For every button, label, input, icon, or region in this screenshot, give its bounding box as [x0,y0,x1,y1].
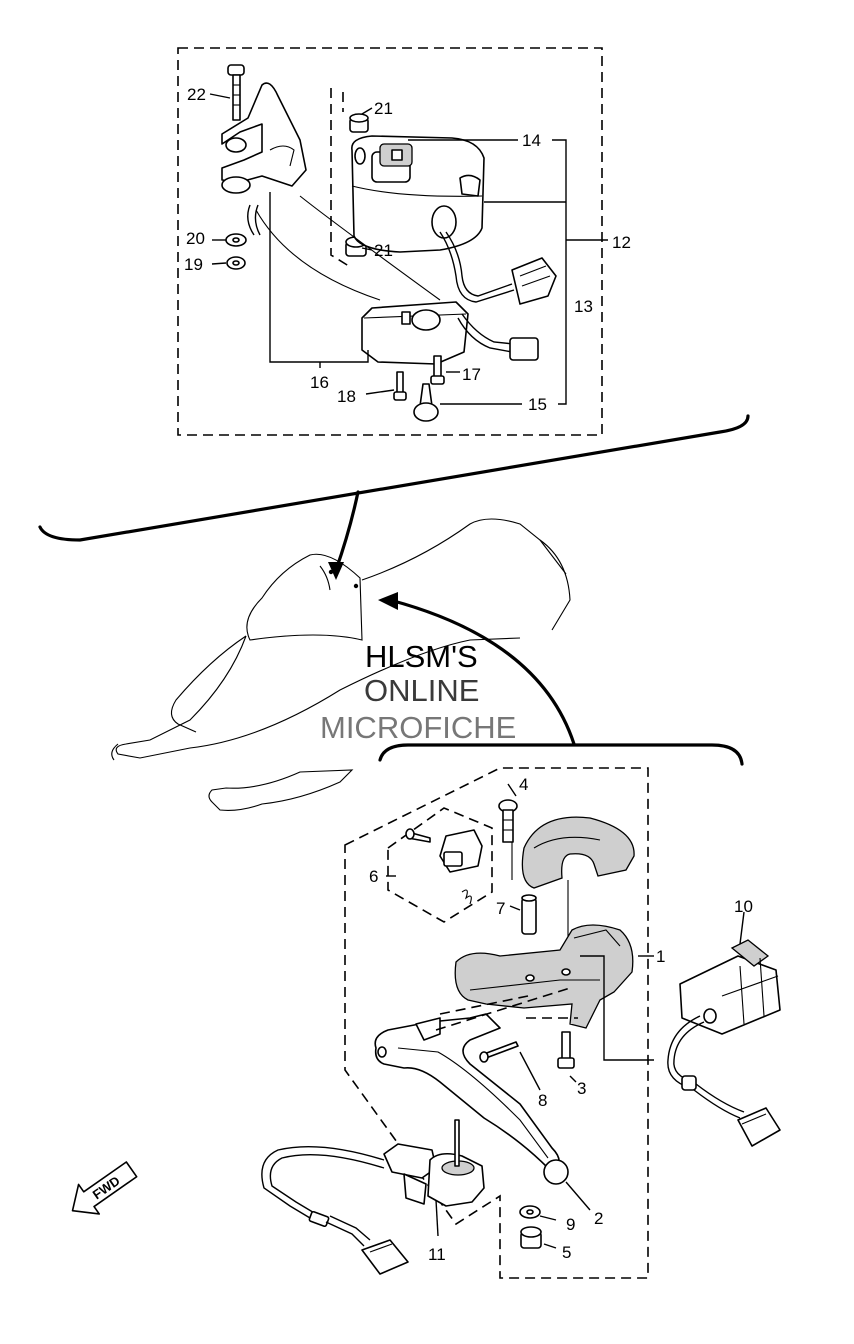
callout-6: 6 [369,867,378,886]
watermark-line-2: ONLINE [364,673,479,708]
part-1-lever-bracket [454,924,634,1029]
part-2-brake-lever [374,1013,569,1185]
callout-9: 9 [566,1215,575,1234]
callout-1: 1 [656,947,665,966]
callout-21a: 21 [374,99,393,118]
top-assembly: 22 21 14 20 12 21 19 13 17 16 18 15 [177,47,631,436]
callout-21b: 21 [374,241,393,260]
part-6-switch-kit [405,828,483,905]
callout-20: 20 [186,229,205,248]
part-16-cover [361,301,469,365]
lower-separator [378,743,744,766]
switch-plug [361,1239,409,1275]
part-10-connector [679,939,781,1035]
callout-14: 14 [522,131,541,150]
part-15-screw [413,383,439,422]
callout-11: 11 [428,1245,446,1264]
upper-separator [38,414,750,542]
part-5-nut [520,1226,542,1249]
mounting-bracket [221,82,307,194]
callout-7: 7 [496,899,505,918]
cover-connector [509,337,539,361]
part-3-screw [557,1031,575,1069]
connector-plug [737,1107,781,1147]
callout-2: 2 [594,1209,603,1228]
callout-22: 22 [187,85,206,104]
fwd-arrow-icon: FWD [71,1161,138,1215]
part-14-switch-housing [351,135,485,253]
callout-13: 13 [574,297,593,316]
watermark-line-1: HLSM'S [365,639,478,674]
callout-3: 3 [577,1079,586,1098]
part-6-frame [387,807,493,923]
watermark-line-3: MICROFICHE [320,710,516,745]
part-18-screw [393,371,407,401]
part-22-bolt [227,64,245,121]
part-7-pin [521,894,537,935]
part-4-bolt [498,799,518,843]
part-13-connector [511,257,557,305]
callout-12: 12 [612,233,631,252]
bottom-assembly-frame [344,767,649,1279]
snowmobile-outline [111,518,571,811]
lever-cover-cap [521,816,635,889]
callout-10: 10 [734,897,753,916]
callout-5: 5 [562,1243,571,1262]
part-8-screw [479,1041,519,1063]
callout-17: 17 [462,365,481,384]
callout-18: 18 [337,387,356,406]
callout-15: 15 [528,395,547,414]
top-assembly-frame [177,47,603,436]
callout-4: 4 [519,775,528,794]
part-11-brake-switch [383,1119,485,1207]
bottom-assembly: 4 6 7 10 1 3 8 2 9 11 5 [261,767,781,1279]
callout-19: 19 [184,255,203,274]
callout-16: 16 [310,373,329,392]
callout-8: 8 [538,1091,547,1110]
part-21-nut-top [349,113,369,133]
part-17-screw [430,355,445,385]
